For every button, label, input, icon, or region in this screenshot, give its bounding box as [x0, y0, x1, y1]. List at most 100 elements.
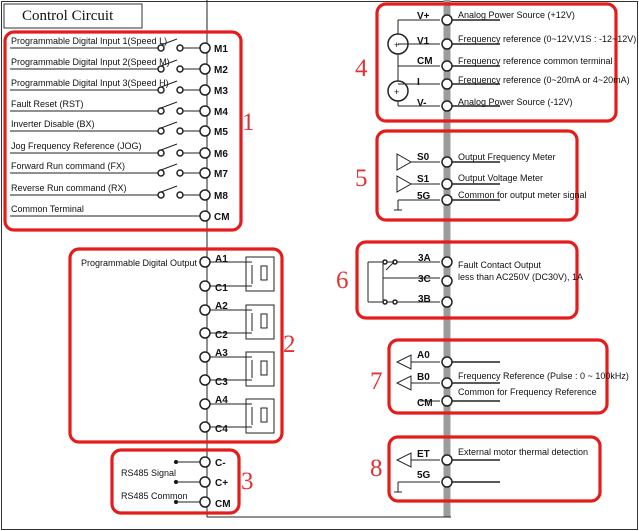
input-row: Reverse Run command (RX) M8: [10, 183, 228, 202]
terminal-icon: [441, 275, 453, 287]
terminal-label: C+: [215, 478, 228, 489]
switch-contact-icon: [176, 107, 184, 115]
relay-block: A1 C1: [199, 254, 275, 294]
switch-contact-icon: [157, 65, 165, 73]
terminal-icon: [199, 125, 211, 137]
terminal-icon: [441, 356, 453, 368]
switch-contact-icon: [157, 44, 165, 52]
relay-box: [245, 304, 275, 340]
group-4-number: 4: [355, 55, 368, 82]
switch-contact-icon: [157, 127, 165, 135]
terminal-label: 3A: [418, 253, 431, 264]
terminal-label: A4: [215, 395, 228, 406]
terminal-label: A2: [215, 301, 228, 312]
terminal-label: V1: [417, 36, 430, 47]
terminal-icon: [199, 421, 211, 433]
terminal-icon: [199, 84, 211, 96]
terminal-label: M2: [214, 65, 228, 76]
terminal-icon: [199, 63, 211, 75]
terminal-label: 5G: [417, 191, 431, 202]
input-row: Programmable Digital Input 2(Speed M) M2: [10, 57, 228, 76]
input-row: Programmable Digital Input 3(Speed H) M3: [10, 78, 228, 97]
terminal-icon: [199, 147, 211, 159]
terminal-icon: [441, 454, 453, 466]
terminal-icon: [199, 398, 211, 410]
switch-contact-icon: [157, 86, 165, 94]
relay-block: A3 C3: [199, 348, 275, 388]
group-8-thermal: 8 ET 5G External motor thermal detection: [370, 435, 602, 503]
input-label: Inverter Disable (BX): [11, 119, 95, 129]
switch-lever-icon: [160, 101, 178, 109]
thermal-arrow-icon: [395, 452, 412, 468]
switch-contact-icon: [176, 127, 184, 135]
switch-contact-icon: [157, 169, 165, 177]
group-6-box: [355, 240, 579, 320]
input-label: Programmable Digital Input 3(Speed H): [11, 78, 169, 88]
relay-block: A4 C4: [199, 395, 275, 435]
pulse-arrow-icon: [395, 354, 412, 370]
input-row: Fault Reset (RST) M4: [10, 99, 228, 118]
terminal-label: CM: [215, 499, 231, 510]
terminal-icon: [199, 42, 211, 54]
switch-lever-icon: [160, 38, 178, 46]
analog-label: Frequency reference common terminal: [458, 56, 613, 66]
switch-contact-icon: [157, 149, 165, 157]
terminal-label: C2: [215, 330, 228, 341]
terminal-icon: [441, 377, 453, 389]
switch-contact-icon: [176, 149, 184, 157]
terminal-label: M8: [214, 191, 228, 202]
meter-label: Common for output meter signal: [458, 190, 587, 200]
input-label: Programmable Digital Input 1(Speed L): [11, 36, 167, 46]
terminal-icon: [199, 189, 211, 201]
analog-label: Frequency reference (0~12V,V1S : -12~12V…: [458, 34, 636, 44]
terminal-label: C1: [215, 283, 228, 294]
terminal-label: M6: [214, 149, 228, 160]
relay-box: [245, 351, 275, 387]
contact-icon: [382, 259, 388, 265]
terminal-icon: [441, 14, 453, 26]
terminal-label: S1: [417, 174, 430, 185]
terminal-label: B0: [417, 372, 430, 383]
group-1-number: 1: [242, 109, 255, 136]
group-7-box: [387, 338, 609, 415]
terminal-icon: [199, 476, 211, 488]
switch-contact-icon: [157, 107, 165, 115]
terminal-label: A1: [215, 254, 228, 265]
terminal-icon: [441, 60, 453, 72]
terminal-icon: [441, 38, 453, 50]
title-box: [3, 3, 143, 29]
rs485-label: RS485 Common: [121, 491, 188, 501]
switch-contact-icon: [176, 44, 184, 52]
group-8-box: [387, 435, 602, 503]
input-label: Jog Frequency Reference (JOG): [11, 141, 142, 151]
terminal-icon: [441, 256, 453, 268]
input-row: Inverter Disable (BX) M5: [10, 119, 228, 138]
terminal-icon: [199, 167, 211, 179]
meter-arrow-icon: [396, 175, 413, 193]
terminal-label: C4: [215, 424, 228, 435]
group-3-box: [110, 448, 241, 515]
title: Control Circuit: [22, 8, 114, 24]
terminal-label: M1: [214, 44, 228, 55]
relay-box: [245, 256, 275, 292]
input-label: Fault Reset (RST): [11, 99, 84, 109]
terminal-label: CM: [214, 212, 230, 223]
fault-label-line2: less than AC250V (DC30V), 1A: [458, 272, 583, 282]
contact-lever-icon: [385, 261, 395, 271]
terminal-icon: [199, 105, 211, 117]
input-row: Programmable Digital Input 1(Speed L) M1: [10, 36, 228, 55]
analog-label: Frequency reference (0~20mA or 4~20mA): [458, 75, 630, 85]
terminal-label: A3: [215, 348, 228, 359]
terminal-label: C-: [215, 458, 226, 469]
switch-lever-icon: [160, 59, 178, 67]
group-2-number: 2: [283, 331, 296, 358]
terminal-label: 3B: [418, 294, 431, 305]
terminal-label: M5: [214, 127, 228, 138]
relay-block: A2 C2: [199, 301, 275, 341]
group-2-digital-outputs: 2 Programmable Digital Output A1 C1 A2 C…: [68, 247, 296, 444]
terminal-label: 5G: [417, 470, 431, 481]
group-4-box: [375, 2, 618, 123]
group-2-box: [68, 247, 284, 444]
